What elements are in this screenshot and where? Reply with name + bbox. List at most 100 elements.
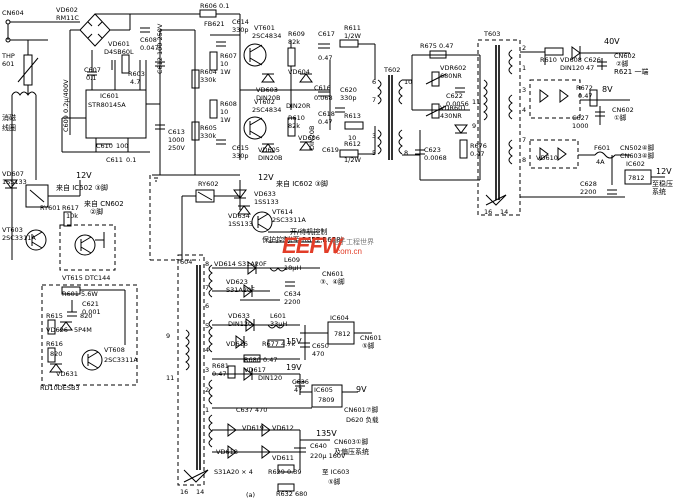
t604-pin6: 6	[205, 302, 209, 310]
r672-label: R672	[576, 84, 593, 92]
t604-pin5: 5	[205, 322, 209, 330]
vd611-label: VD611	[272, 454, 294, 462]
c608-value: 0.047	[140, 44, 159, 52]
r617-value: 10k	[66, 212, 78, 220]
c611-value: 0.1	[126, 156, 136, 164]
t602-pin7: 7	[372, 96, 376, 104]
vd612-label: VD612	[272, 424, 294, 432]
cn602-top-pin: ②脚	[616, 59, 629, 68]
main-filter	[152, 29, 240, 182]
vd633-label: VD633	[254, 190, 276, 198]
t603-pin2: 2	[522, 44, 526, 52]
s31-label: S31A20 × 4	[214, 468, 253, 476]
c617-value: 0.47	[318, 54, 332, 62]
t604-pin2: 2	[205, 386, 209, 394]
power-standby-label: 开/待机控制	[290, 227, 327, 236]
t603-pin14: 14	[500, 208, 508, 216]
v12-ry-label: 12V	[76, 171, 92, 180]
relay-ry602-section	[149, 175, 320, 261]
t603-primary-network	[402, 50, 481, 181]
vd618-label: VD618	[216, 448, 238, 456]
vd617-label: VD617	[244, 366, 266, 374]
ic603-label-b: ⑤脚	[328, 477, 341, 486]
c636-value: 47	[294, 386, 302, 394]
vdr602-label: VDR602	[440, 64, 466, 72]
vd619-label: VD619	[242, 424, 264, 432]
mains-input	[5, 19, 80, 150]
to-12v-sys-label: 至稳压	[652, 179, 673, 188]
r607-label: R607	[220, 52, 237, 60]
t602-transformer	[377, 75, 403, 160]
vt614-label: VT614	[272, 208, 293, 216]
vd631-label: VD631	[56, 370, 78, 378]
c626-label: C626	[584, 56, 601, 64]
c617-label: C617	[318, 30, 335, 38]
vd633b-label: VD633	[228, 312, 250, 320]
t602-pin10: 10	[404, 78, 412, 86]
ic602-model: 7812	[628, 174, 645, 182]
t602-pin6: 6	[372, 78, 376, 86]
c628-label: C628	[580, 180, 597, 188]
t603-pin3: 3	[522, 86, 526, 94]
vd634-label: VD634	[228, 212, 250, 220]
r606-label: R606 0.1	[200, 2, 229, 10]
cn602-mid-pin: ①脚	[614, 113, 627, 122]
d4sb-label: D4SB60L	[104, 48, 134, 56]
t603-pin1: 1	[522, 64, 526, 72]
r621-end-label: R621 一端	[614, 67, 648, 76]
cn601-34-label: CN601	[322, 270, 344, 278]
cn604-label: CN604	[2, 9, 24, 17]
c623-label: C623	[424, 146, 441, 154]
from-ic602-b-label: 来自 IC602 ③脚	[276, 179, 328, 188]
r681-label: R681	[212, 362, 229, 370]
ry602-label: RY602	[198, 180, 218, 188]
bridge-rectifier	[69, 13, 130, 135]
degauss-label-b: 线圈	[2, 123, 16, 132]
r608-label: R608	[220, 100, 237, 108]
c621-label: C621	[82, 300, 99, 308]
c627-value: 1000	[572, 122, 589, 130]
half-bridge	[209, 34, 330, 160]
c620-value: 330p	[340, 94, 357, 102]
cn603-1-label: CN603①脚	[334, 437, 369, 446]
t603-pin9: 9	[472, 122, 476, 130]
c627-label: C627	[572, 114, 589, 122]
vd610-label: VD610	[536, 154, 558, 162]
c626-value: 47	[586, 64, 594, 72]
c611-label: C611	[106, 156, 123, 164]
c619-label: C619	[322, 146, 339, 154]
vd634-model: 1SS133	[228, 220, 253, 228]
cn601-5-label: CN601	[360, 334, 382, 342]
r610-label: R610	[288, 114, 305, 122]
r676-label: R676	[470, 142, 487, 150]
watermark-cn-text: 电子工程世界	[332, 238, 374, 246]
degauss-label: 消磁	[2, 113, 16, 122]
t602-label: T602	[383, 66, 400, 74]
rm11c-label: RM11C	[56, 14, 79, 22]
c618-value: 0.47	[318, 118, 332, 126]
ic601-label: IC601	[100, 92, 119, 100]
vd602-label: VD602	[56, 6, 78, 14]
vdr602-value: 680NR	[440, 72, 462, 80]
c636-label: C636	[292, 378, 309, 386]
t603-pin16: 16	[484, 208, 492, 216]
l601-label: L601	[270, 312, 286, 320]
v19-label: 19V	[286, 363, 302, 372]
vd605-model: DIN20B	[258, 154, 283, 162]
c612-label: C612 100 250V	[156, 23, 164, 74]
c637-label: C637 470	[236, 406, 267, 414]
c608-label: C608	[140, 36, 157, 44]
cn502-label: CN502④脚	[620, 143, 655, 152]
r677-label: R677 4.7k	[262, 340, 295, 348]
ry601-label: RY601	[40, 204, 60, 212]
r611-value: 1/2W	[344, 32, 361, 40]
r610b-label: R610	[540, 56, 557, 64]
t602-pin5: 5	[372, 149, 376, 157]
vt614-model: 2SC3311A	[272, 216, 306, 224]
c623-value: 0.0068	[424, 154, 447, 162]
r616-value: 820	[50, 350, 62, 358]
vd604-label: VD604	[288, 68, 310, 76]
r615-label: R615	[46, 312, 63, 320]
r610-value: 82k	[288, 122, 300, 130]
c610-label: C610	[96, 142, 113, 150]
